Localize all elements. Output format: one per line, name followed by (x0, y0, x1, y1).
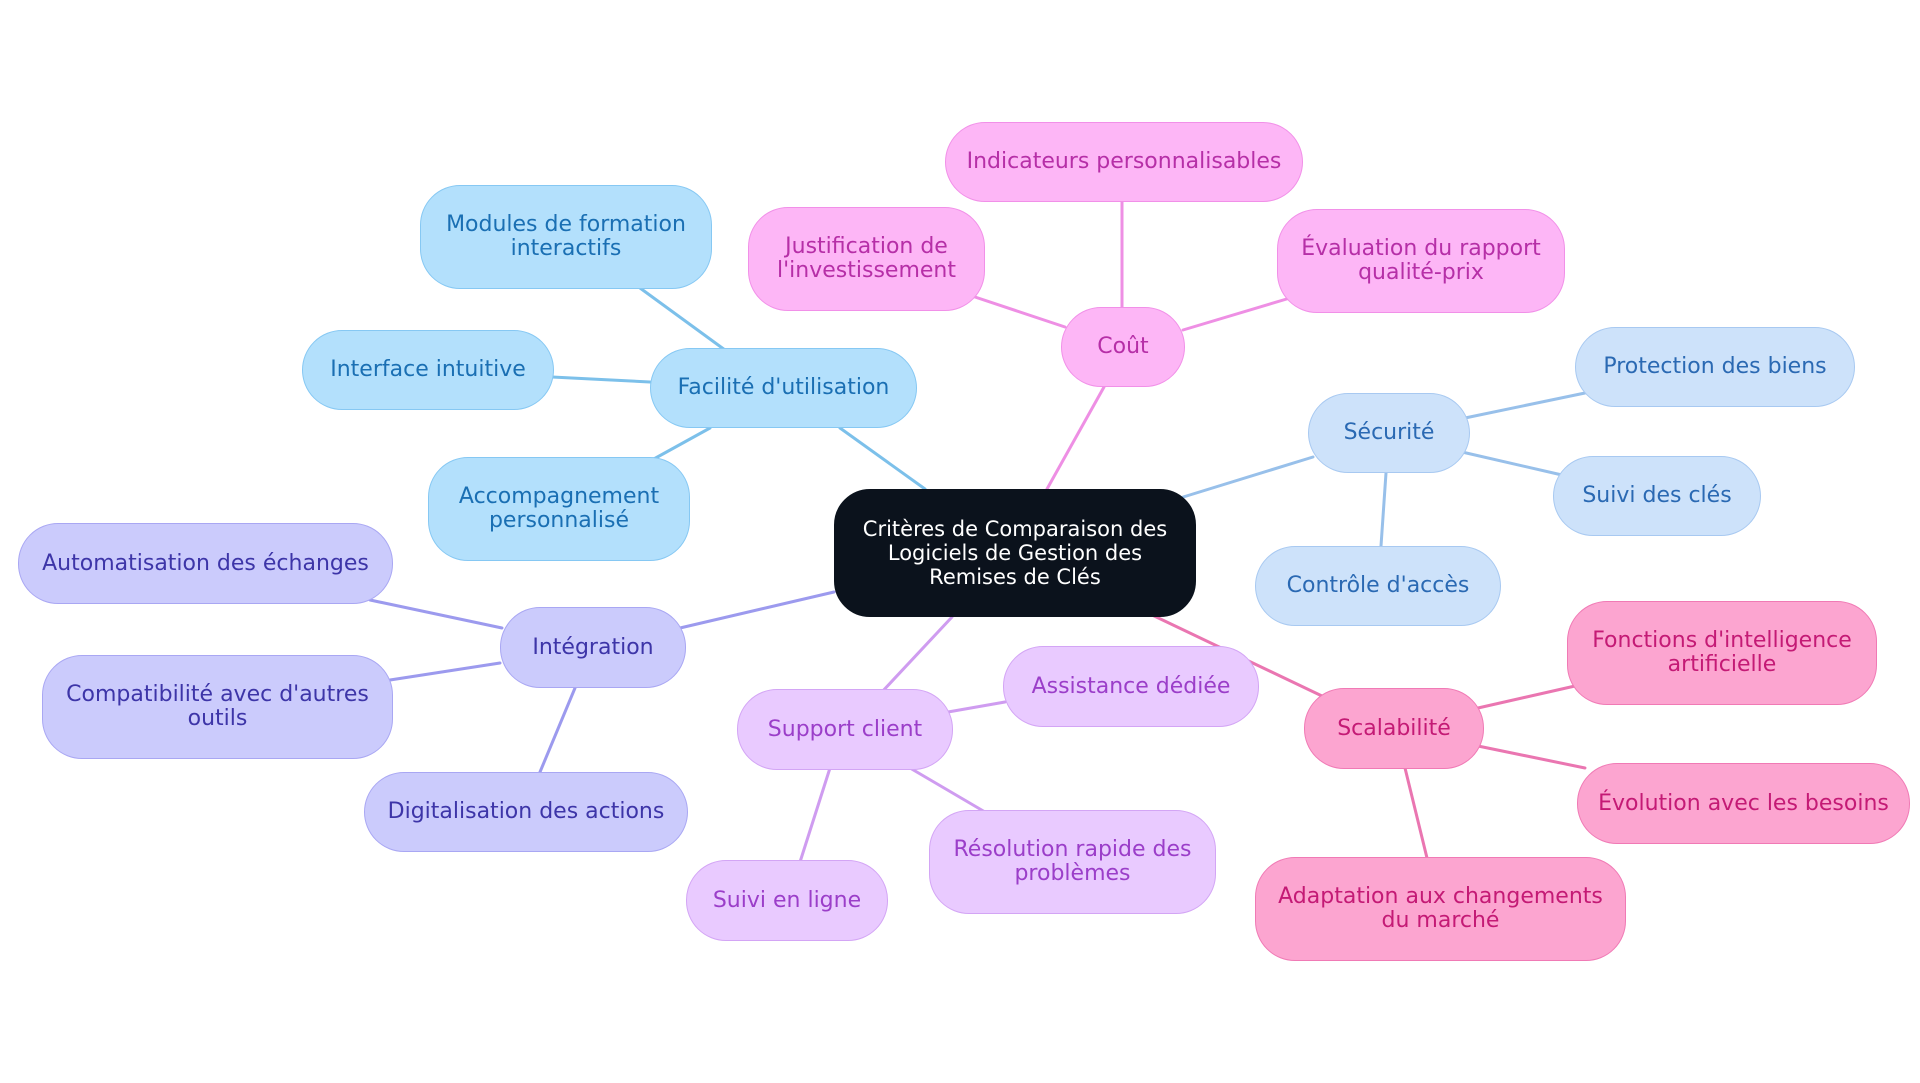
branch-label: Support client (767, 716, 923, 742)
leaf-line: Accompagnement (458, 484, 660, 509)
edge-root-integration (678, 590, 836, 630)
edge-security-protection (1463, 391, 1587, 420)
edge-root-cost (1045, 385, 1106, 491)
edge-support-resolution (908, 766, 987, 814)
branch-security: Sécurité (1308, 393, 1470, 473)
branch-label: Scalabilité (1337, 715, 1451, 741)
leaf-access-control: Contrôle d'accès (1255, 546, 1501, 626)
branch-ease: Facilité d'utilisation (650, 348, 917, 428)
edge-support-online (798, 766, 832, 864)
leaf-action-digitalization: Digitalisation des actions (364, 772, 688, 852)
root-line: Critères de Comparaison des (862, 517, 1168, 541)
leaf-line: Fonctions d'intelligence (1592, 628, 1852, 653)
leaf-line: Contrôle d'accès (1286, 573, 1470, 598)
leaf-line: Indicateurs personnalisables (966, 149, 1282, 174)
edge-support-assistance (946, 700, 1007, 714)
leaf-dedicated-assistance: Assistance dédiée (1003, 646, 1259, 727)
leaf-custom-indicators: Indicateurs personnalisables (945, 122, 1303, 202)
branch-support: Support client (737, 689, 953, 770)
edge-scalability-evolution (1476, 744, 1587, 770)
leaf-asset-protection: Protection des biens (1575, 327, 1855, 407)
edge-integration-compat (388, 661, 502, 682)
edge-integration-digital (538, 686, 577, 774)
edge-root-support (878, 615, 954, 696)
leaf-line: Modules de formation (446, 212, 686, 237)
branch-label: Intégration (532, 634, 654, 660)
edge-ease-interface (550, 375, 652, 384)
edge-root-security (1178, 455, 1315, 500)
leaf-line: outils (187, 706, 248, 731)
branch-label: Sécurité (1343, 420, 1435, 445)
edge-ease-accompaniment (650, 426, 712, 462)
leaf-line: personnalisé (488, 508, 630, 533)
leaf-line: Suivi des clés (1582, 483, 1732, 508)
edge-integration-automation (368, 598, 504, 630)
branch-cost: Coût (1061, 307, 1185, 387)
edge-root-ease (838, 426, 927, 491)
edge-scalability-market (1403, 766, 1429, 860)
leaf-needs-evolution: Évolution avec les besoins (1577, 763, 1910, 844)
branch-integration: Intégration (500, 607, 686, 688)
leaf-line: Assistance dédiée (1031, 673, 1231, 699)
edge-security-keys (1460, 450, 1564, 477)
root-node: Critères de Comparaison des Logiciels de… (834, 489, 1196, 617)
leaf-line: Compatibilité avec d'autres (66, 682, 369, 707)
leaf-line: Résolution rapide des (953, 837, 1192, 862)
leaf-line: Suivi en ligne (712, 887, 862, 913)
leaf-line: Évaluation du rapport (1301, 236, 1541, 261)
leaf-intuitive-interface: Interface intuitive (302, 330, 554, 410)
leaf-line: problèmes (1014, 861, 1131, 886)
root-line: Remises de Clés (929, 565, 1101, 589)
leaf-line: Justification de (785, 234, 948, 259)
leaf-online-tracking: Suivi en ligne (686, 860, 888, 941)
edge-cost-value (1181, 296, 1292, 332)
branch-label: Facilité d'utilisation (677, 375, 890, 400)
leaf-line: qualité-prix (1358, 260, 1484, 285)
branch-scalability: Scalabilité (1304, 688, 1484, 769)
leaf-line: Protection des biens (1603, 354, 1827, 379)
leaf-key-tracking: Suivi des clés (1553, 456, 1761, 536)
leaf-line: Automatisation des échanges (42, 550, 369, 576)
edge-ease-training (638, 286, 727, 352)
leaf-line: artificielle (1667, 652, 1777, 677)
leaf-line: du marché (1381, 908, 1500, 933)
leaf-exchange-automation: Automatisation des échanges (18, 523, 393, 604)
leaf-line: Digitalisation des actions (387, 799, 665, 824)
leaf-line: l'investissement (777, 258, 956, 283)
root-line: Logiciels de Gestion des (887, 541, 1143, 565)
leaf-line: Évolution avec les besoins (1598, 790, 1889, 816)
leaf-line: Interface intuitive (330, 357, 526, 382)
branch-label: Coût (1097, 334, 1149, 359)
leaf-line: interactifs (510, 236, 622, 261)
edge-scalability-ai (1476, 684, 1577, 710)
leaf-line: Adaptation aux changements (1278, 884, 1603, 909)
edge-security-access (1379, 471, 1388, 548)
edge-cost-justification (970, 294, 1067, 329)
